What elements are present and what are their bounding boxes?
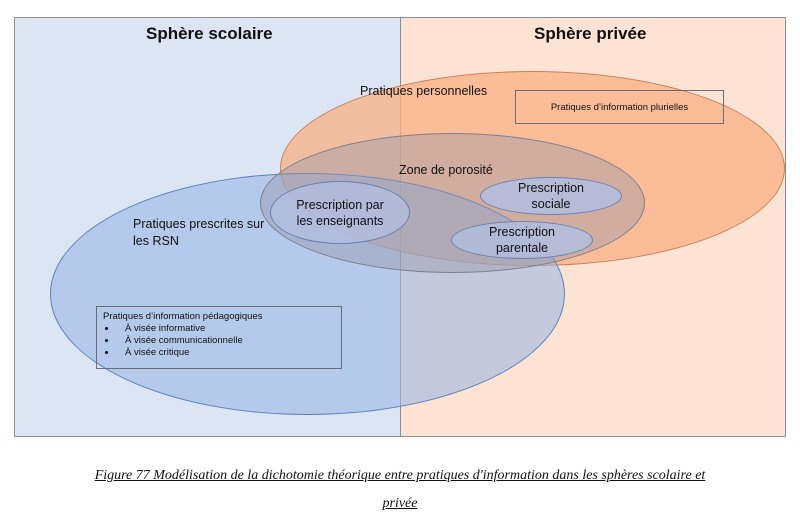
private-sphere-title: Sphère privée — [534, 24, 647, 43]
list-item: À visée communicationnelle — [117, 335, 335, 347]
pedagogical-practices-list: À visée informative À visée communicatio… — [103, 323, 335, 359]
list-item: À visée critique — [117, 347, 335, 359]
personal-practices-label: Pratiques personnelles — [360, 84, 488, 98]
social-prescription-ellipse: Prescription sociale — [480, 177, 622, 215]
social-prescription-label: Prescription sociale — [518, 181, 584, 211]
diagram-frame: Sphère scolaire Sphère privée Pratiques … — [14, 17, 786, 437]
teachers-prescription-ellipse: Prescription par les enseignants — [270, 181, 410, 244]
list-item: À visée informative — [117, 323, 335, 335]
porosity-zone-label: Zone de porosité — [399, 163, 493, 177]
caption-line-2: privée — [382, 496, 418, 511]
parental-prescription-ellipse: Prescription parentale — [451, 221, 593, 259]
plural-practices-box: Pratiques d’information plurielles — [515, 90, 724, 124]
school-sphere-title: Sphère scolaire — [146, 24, 273, 43]
teachers-prescription-label: Prescription par les enseignants — [296, 197, 384, 228]
prescribed-practices-label: Pratiques prescrites sur les RSN — [133, 217, 265, 248]
pedagogical-practices-box: Pratiques d’information pédagogiques À v… — [96, 306, 342, 369]
figure-caption: Figure 77 Modélisation de la dichotomie … — [0, 462, 800, 518]
caption-line-1: Figure 77 Modélisation de la dichotomie … — [94, 468, 706, 483]
parental-prescription-label: Prescription parentale — [489, 225, 555, 255]
pedagogical-practices-title: Pratiques d’information pédagogiques — [103, 311, 263, 322]
